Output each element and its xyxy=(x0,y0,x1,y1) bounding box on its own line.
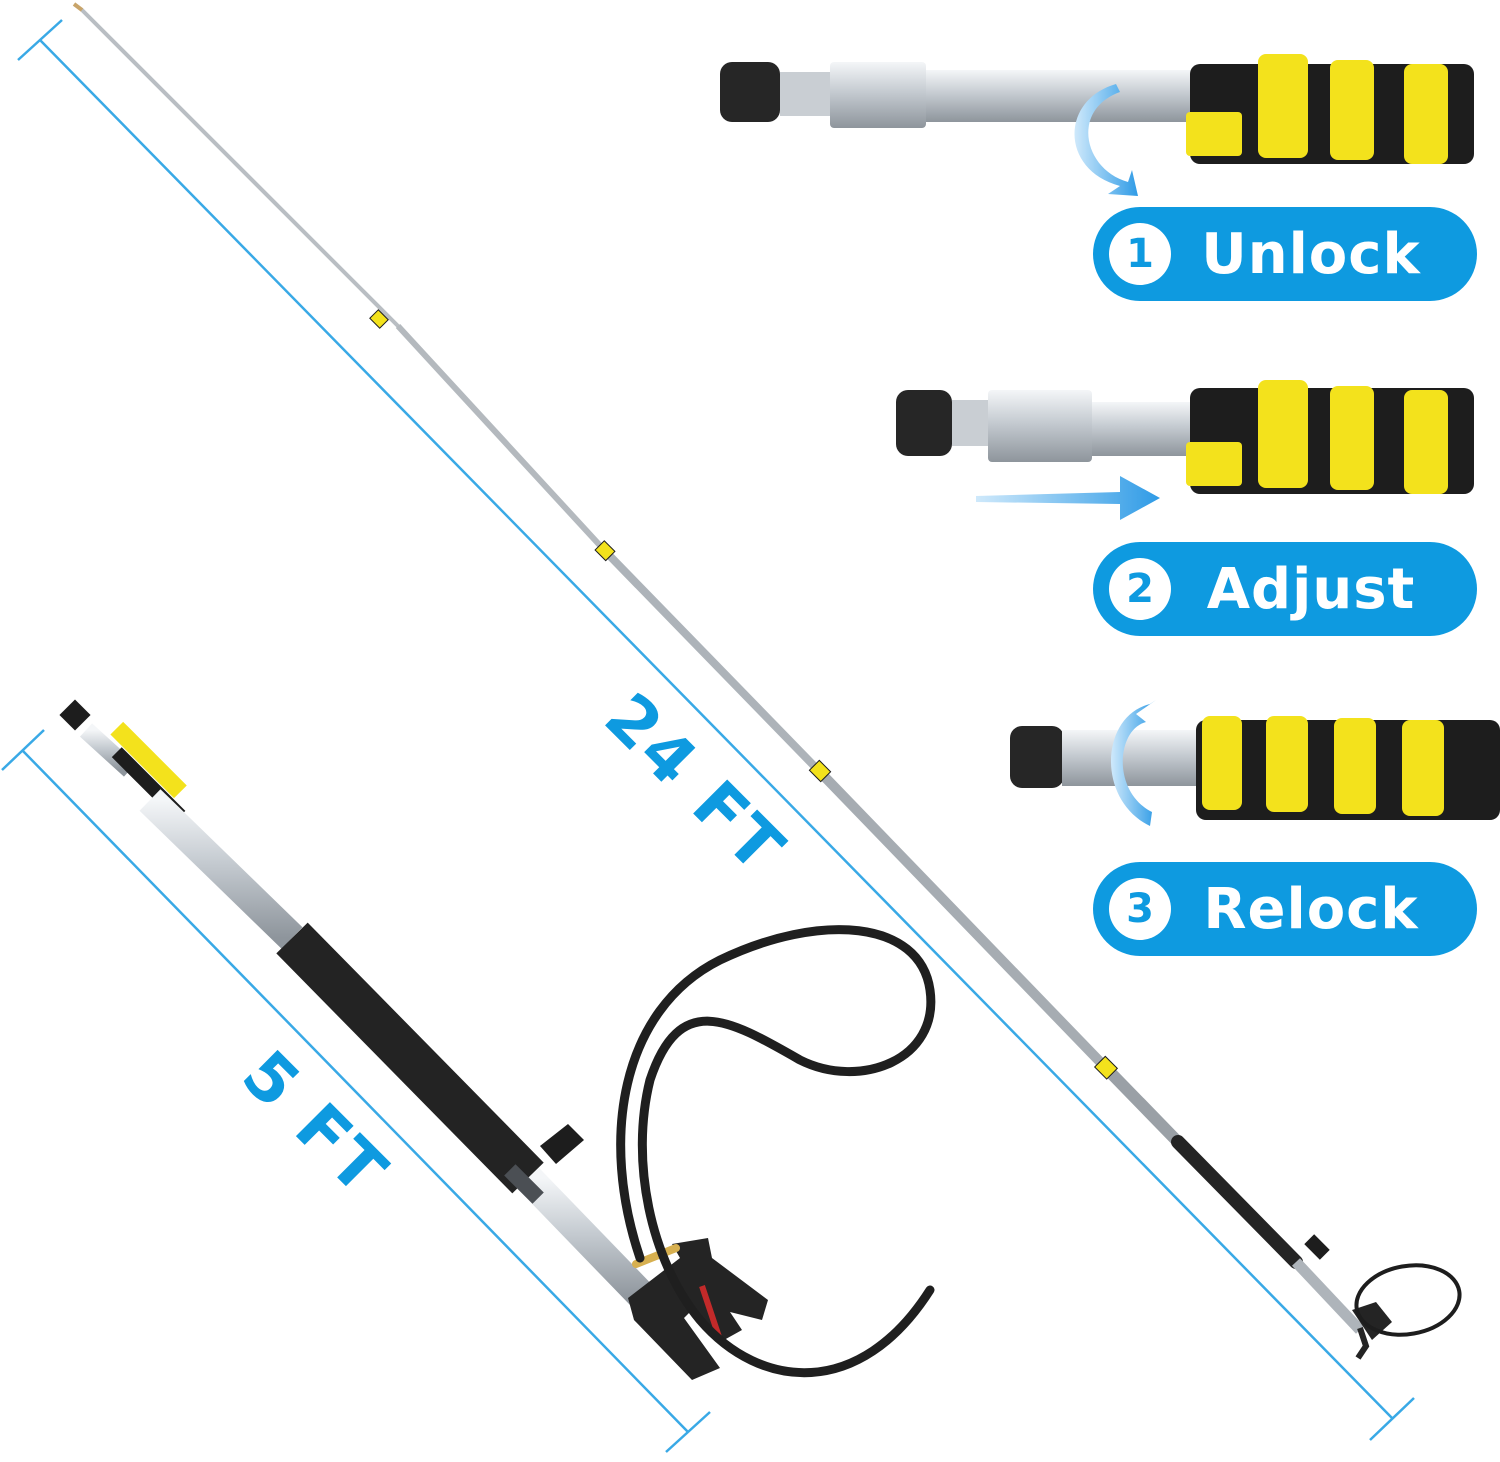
clamp-band xyxy=(1186,380,1448,494)
full-length-dimension-line xyxy=(17,19,1415,1441)
step-3-illustration xyxy=(1010,700,1500,826)
step-2-illustration xyxy=(896,380,1474,520)
step-3-label: Relock xyxy=(1203,876,1419,942)
step-3-pill: 3 Relock xyxy=(1093,862,1477,956)
step-1-illustration xyxy=(720,54,1474,196)
step-1-number: 1 xyxy=(1126,231,1154,277)
rotate-arrow-icon xyxy=(1110,700,1156,826)
collapsed-length-dimension-line xyxy=(1,729,711,1453)
clamp-band xyxy=(1186,54,1448,164)
step-1-pill: 1 Unlock xyxy=(1093,207,1477,301)
step-2-number-badge: 2 xyxy=(1109,558,1171,620)
step-2-number: 2 xyxy=(1126,566,1154,612)
rotate-arrow-icon xyxy=(1074,84,1138,196)
step-1-label: Unlock xyxy=(1201,221,1421,287)
hose xyxy=(616,925,936,1378)
step-3-number-badge: 3 xyxy=(1109,878,1171,940)
extended-wand xyxy=(72,2,1462,1360)
step-2-pill: 2 Adjust xyxy=(1093,542,1477,636)
clamp-band xyxy=(369,309,1119,1080)
step-1-number-badge: 1 xyxy=(1109,223,1171,285)
collapsed-wand xyxy=(59,699,936,1380)
step-3-number: 3 xyxy=(1126,886,1154,932)
clamp-band xyxy=(1202,716,1444,816)
slide-arrow-icon xyxy=(976,476,1160,520)
step-2-label: Adjust xyxy=(1206,556,1416,622)
